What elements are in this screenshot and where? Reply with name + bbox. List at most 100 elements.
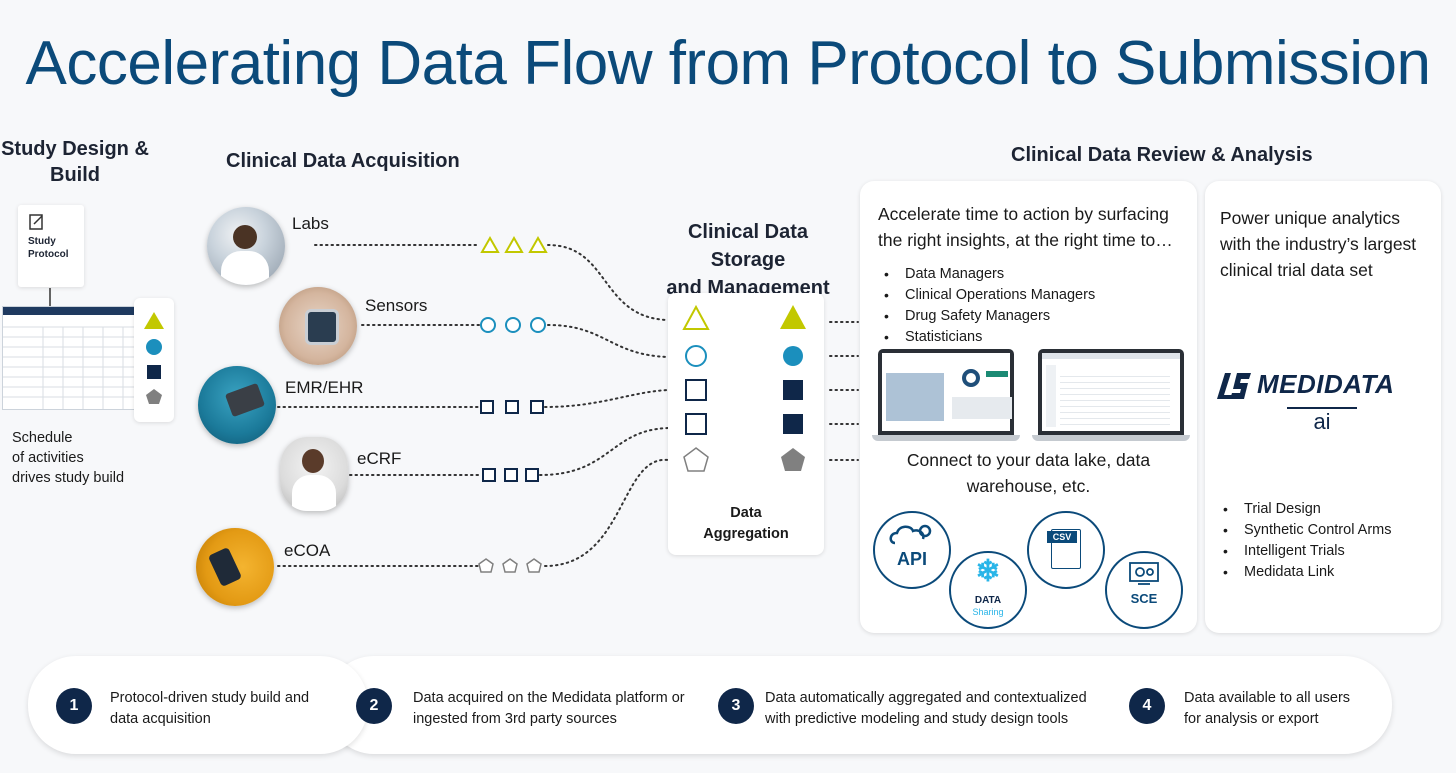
caption-line: of activities [12,450,84,466]
analytics-item: Medidata Link [1217,562,1437,583]
connect-line: warehouse, etc. [966,476,1091,496]
role-item: Statisticians [878,327,1188,348]
sensors-photo [279,287,357,365]
data-label: DATA [974,595,1002,606]
step-2-badge: 2 [356,688,392,724]
edit-document-icon [29,214,43,230]
study-protocol-label: Study Protocol [28,236,69,260]
schedule-of-activities-screenshot [2,306,144,410]
storage-header-line: Clinical Data Storage [687,221,809,271]
study-design-caption: Schedule of activities drives study buil… [12,428,124,488]
analytics-item: Synthetic Control Arms [1217,520,1437,541]
square-icon [783,414,803,434]
analytics-card: Power unique analytics with the industry… [1205,181,1441,633]
page-title: Accelerating Data Flow from Protocol to … [25,29,1431,98]
review-intro: Accelerate time to action by surfacing t… [878,201,1188,253]
step-3-badge: 3 [718,688,754,724]
source-label-ecrf: eCRF [357,449,402,468]
emr-ehr-photo [198,366,276,444]
snowflake-icon: ❄ [975,555,1001,588]
schedule-grid [3,326,143,409]
analytics-item: Intelligent Trials [1217,541,1437,562]
step-1-badge: 1 [56,688,92,724]
medidata-ai-logo: MEDIDATA ai [1213,363,1433,443]
snowflake-data-sharing-icon: ❄ DATA Sharing [949,551,1027,629]
step-line: Data automatically aggregated and contex… [765,690,1087,706]
pentagon-icon [478,558,542,573]
step-line: ingested from 3rd party sources [413,711,617,727]
source-label-emr-ehr: EMR/EHR [285,378,364,397]
connect-line: Connect to your data lake, data [906,450,1151,470]
analytics-items: Trial Design Synthetic Control Arms Inte… [1217,499,1437,583]
caption-line: Schedule [12,430,73,446]
api-label: API [896,549,927,569]
study-protocol-doc: Study Protocol [18,205,84,287]
shape-legend [144,312,164,404]
csv-icon: CSV [1027,511,1105,589]
pentagon-icon [781,448,805,471]
analytics-item: Trial Design [1217,499,1437,520]
review-intro-line: the right insights, at the right time to… [878,230,1173,250]
step-line: data acquisition [110,711,211,727]
laptop-dashboard-map [872,349,1020,443]
role-item: Data Managers [878,264,1188,285]
step-4-text: Data available to all users for analysis… [1184,688,1350,730]
laptop-data-table [1032,349,1190,443]
step-line: with predictive modeling and study desig… [765,711,1069,727]
pentagon-icon [146,389,162,404]
sharing-label: Sharing [972,607,1004,617]
step-line: Protocol-driven study build and [110,690,310,706]
dassault-logo-icon [1217,373,1251,399]
square-icon [147,365,161,379]
ecrf-photo [280,437,348,511]
analytics-line: Power unique analytics [1220,208,1400,228]
storage-header: Clinical Data Storage and Management [648,218,848,302]
data-aggregation-card: Data Aggregation [668,293,824,555]
role-item: Clinical Operations Managers [878,285,1188,306]
step-2-text: Data acquired on the Medidata platform o… [413,688,685,730]
analytics-line: clinical trial data set [1220,260,1373,280]
step-3-text: Data automatically aggregated and contex… [765,688,1087,730]
aggregation-line: Data [730,505,762,521]
review-header: Clinical Data Review & Analysis [1011,144,1313,166]
square-icon [783,380,803,400]
acquisition-header: Clinical Data Acquisition [226,150,460,172]
triangle-icon [780,305,806,329]
triangle-icon [480,235,548,253]
step-line: Data available to all users [1184,690,1351,706]
step-1-text: Protocol-driven study build and data acq… [110,688,309,730]
square-icon [480,400,544,482]
step-line: for analysis or export [1184,711,1319,727]
study-design-header: Study Design & Build [1,138,149,186]
triangle-icon [682,304,710,330]
source-label-labs: Labs [292,214,329,233]
review-roles: Data Managers Clinical Operations Manage… [878,264,1188,348]
pentagon-icon [683,447,709,472]
api-icon: API [873,511,951,589]
shape-legend-card [134,298,174,422]
review-intro-line: Accelerate time to action by surfacing [878,204,1169,224]
square-icon [685,413,707,435]
step-line: Data acquired on the Medidata platform o… [413,690,685,706]
medidata-ai-sub: ai [1313,409,1331,434]
ecoa-photo [196,528,274,606]
medidata-wordmark: MEDIDATA [1257,369,1395,399]
triangle-icon [144,312,164,329]
source-label-sensors: Sensors [365,296,428,315]
csv-label: CSV [1047,531,1077,543]
caption-line: drives study build [12,470,125,486]
circle-icon [783,346,803,366]
circle-icon [146,339,162,355]
role-item: Drug Safety Managers [878,306,1188,327]
sce-label: SCE [1130,591,1158,606]
step-4-badge: 4 [1129,688,1165,724]
aggregation-shapes [682,304,806,472]
analytics-intro: Power unique analytics with the industry… [1220,205,1435,283]
aggregation-line: Aggregation [703,526,789,542]
labs-photo [207,207,285,285]
square-icon [685,379,707,401]
review-card: Accelerate time to action by surfacing t… [860,181,1197,633]
source-label-ecoa: eCOA [284,541,331,560]
circle-icon [480,317,546,333]
